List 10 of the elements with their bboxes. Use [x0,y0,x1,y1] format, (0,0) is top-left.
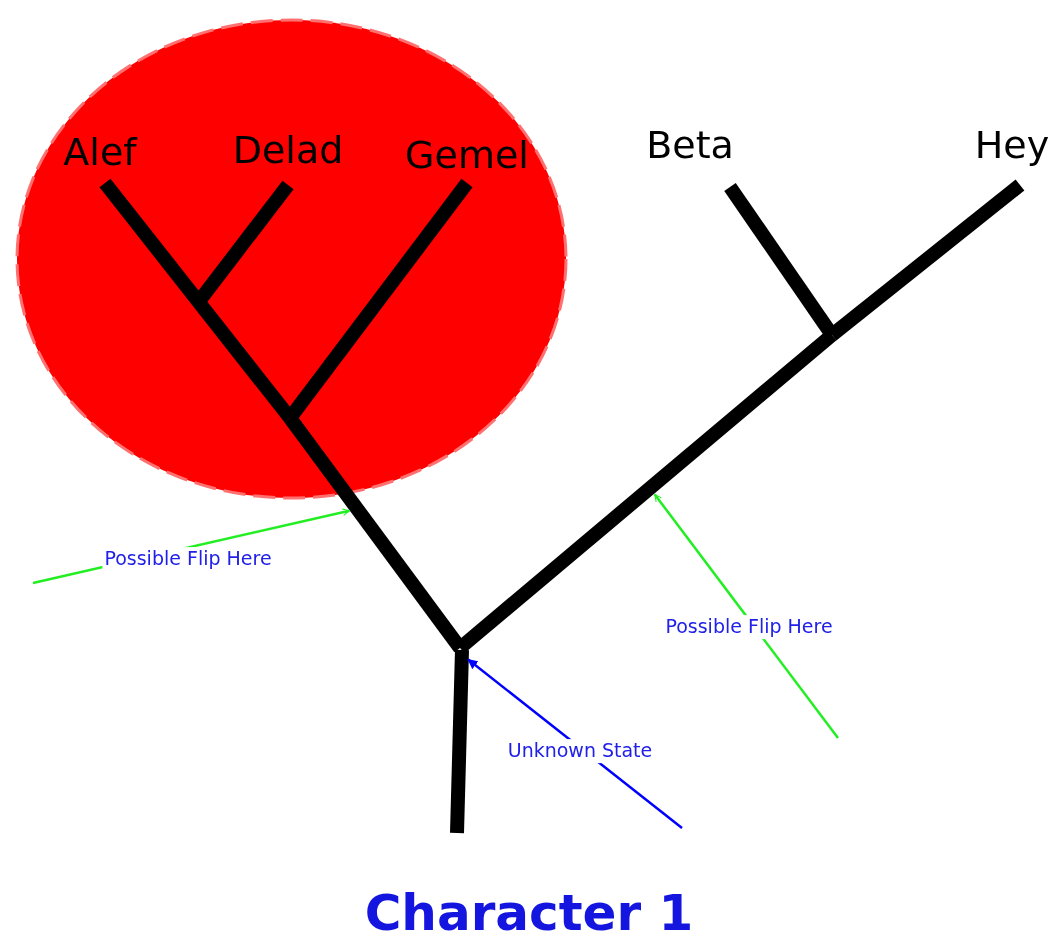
taxon-label: Gemel [405,136,529,174]
edge-label: Possible Flip Here [102,547,274,571]
taxon-label: Delad [232,131,344,169]
taxon-label: Hey [974,126,1050,164]
tree-branch [450,649,469,834]
arrow [653,493,839,739]
taxon-label: Alef [63,133,137,171]
title: Character 1 [363,888,695,938]
taxon-label: Beta [646,126,734,164]
highlight-blob [15,18,568,500]
